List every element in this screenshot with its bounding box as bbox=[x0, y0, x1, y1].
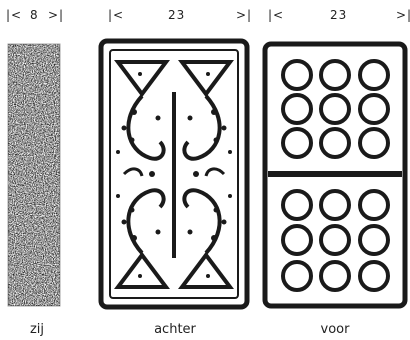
back-dots bbox=[116, 72, 232, 278]
pip-bottom bbox=[319, 189, 351, 221]
pip-top bbox=[281, 59, 313, 91]
dim-value: 23 bbox=[168, 8, 186, 22]
pip-bottom bbox=[281, 260, 313, 292]
pip-top bbox=[319, 93, 351, 125]
pip-top bbox=[281, 93, 313, 125]
dim-right-mark: >| bbox=[236, 8, 253, 22]
ornament-triangle bbox=[114, 60, 170, 98]
side-face-edge bbox=[7, 43, 61, 307]
front-pips bbox=[281, 59, 390, 292]
pip-bottom bbox=[281, 189, 313, 221]
dim-value: 23 bbox=[330, 8, 348, 22]
ornament-curl bbox=[122, 167, 144, 177]
ornament-triangle bbox=[178, 60, 234, 98]
pip-bottom bbox=[281, 224, 313, 256]
dim-right-mark: >| bbox=[396, 8, 410, 22]
pip-bottom bbox=[358, 189, 390, 221]
ornament-triangle bbox=[114, 251, 170, 289]
side-view bbox=[7, 43, 61, 307]
pip-top bbox=[281, 127, 313, 159]
pip-top bbox=[358, 93, 390, 125]
pip-bottom bbox=[319, 260, 351, 292]
pip-bottom bbox=[358, 260, 390, 292]
front-divider bbox=[268, 171, 402, 177]
front-view bbox=[262, 41, 408, 309]
ornament-leaf bbox=[182, 94, 222, 161]
ornament-leaf bbox=[126, 94, 166, 161]
dim-right-mark: >| bbox=[48, 8, 65, 22]
dim-left-mark: |< bbox=[108, 8, 125, 22]
ornament-leaf bbox=[182, 188, 222, 255]
caption-side: zij bbox=[29, 322, 45, 337]
pip-bottom bbox=[319, 224, 351, 256]
dim-left-mark: |< bbox=[268, 8, 285, 22]
ornament-triangle bbox=[178, 251, 234, 289]
dim-value: 8 bbox=[30, 8, 39, 22]
front-outline bbox=[262, 41, 408, 309]
pip-top bbox=[358, 127, 390, 159]
pip-bottom bbox=[358, 224, 390, 256]
back-view bbox=[98, 38, 250, 310]
back-outline bbox=[98, 38, 250, 310]
dim-left-mark: |< bbox=[6, 8, 23, 22]
ornament-curl bbox=[204, 167, 226, 177]
caption-front: voor bbox=[320, 322, 350, 337]
ornament-leaf bbox=[126, 188, 166, 255]
back-inner-frame bbox=[109, 49, 239, 299]
caption-back: achter bbox=[154, 322, 196, 337]
pip-top bbox=[358, 59, 390, 91]
side-face bbox=[8, 44, 60, 306]
pip-top bbox=[319, 127, 351, 159]
pip-top bbox=[319, 59, 351, 91]
